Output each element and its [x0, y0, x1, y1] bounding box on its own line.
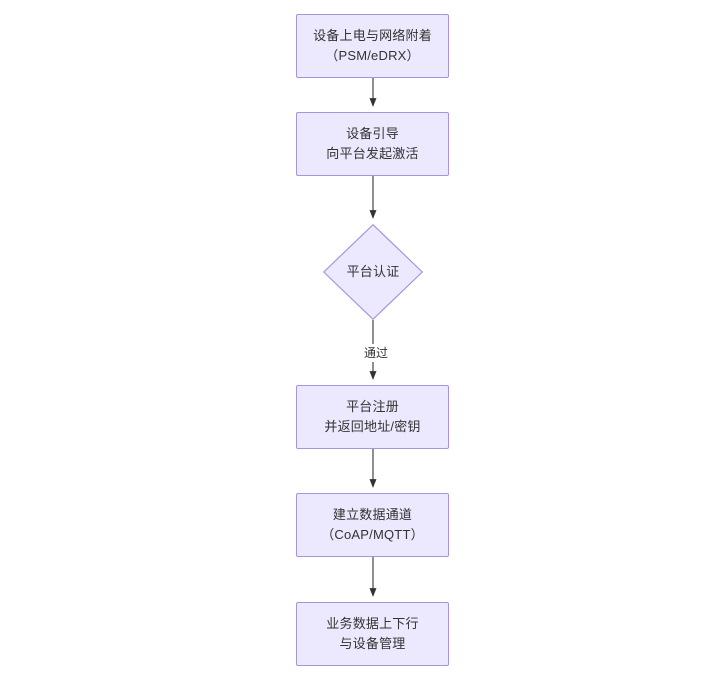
node-label-establish-data-channel: 建立数据通道 （CoAP/MQTT） [321, 507, 424, 542]
node-label-platform-registration: 平台注册 并返回地址/密钥 [324, 399, 421, 434]
node-label-business-data-and-device-management: 业务数据上下行 与设备管理 [326, 616, 419, 651]
node-platform-registration[interactable]: 平台注册 并返回地址/密钥 [296, 385, 449, 449]
node-device-bootstrap[interactable]: 设备引导 向平台发起激活 [296, 112, 449, 176]
node-business-data-and-device-management[interactable]: 业务数据上下行 与设备管理 [296, 602, 449, 666]
node-label-device-power-on: 设备上电与网络附着 （PSM/eDRX） [313, 28, 432, 63]
node-establish-data-channel[interactable]: 建立数据通道 （CoAP/MQTT） [296, 493, 449, 557]
node-platform-authentication[interactable]: 平台认证 [323, 224, 423, 320]
node-label-platform-authentication: 平台认证 [346, 264, 400, 279]
node-device-power-on[interactable]: 设备上电与网络附着 （PSM/eDRX） [296, 14, 449, 78]
diamond-shape-icon [323, 224, 423, 320]
edge-label-pass-text: 通过 [363, 346, 388, 360]
node-label-device-bootstrap: 设备引导 向平台发起激活 [326, 126, 419, 161]
edge-label-pass: 通过 [357, 344, 395, 362]
